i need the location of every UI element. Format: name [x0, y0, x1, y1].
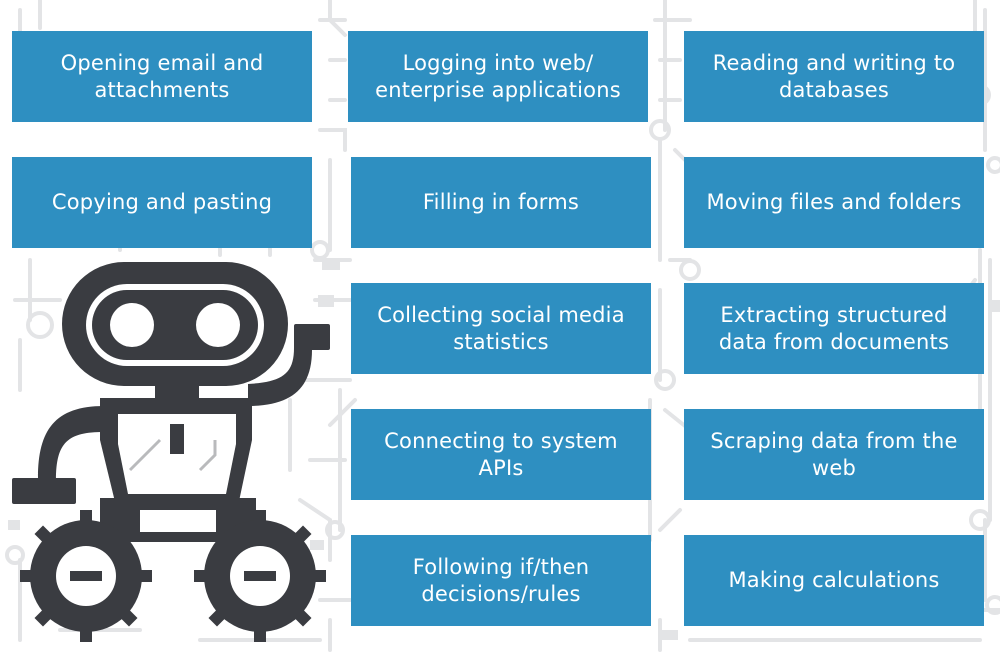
task-tile-opening-email: Opening email and attachments	[12, 31, 312, 122]
task-tile-copy-paste: Copying and pasting	[12, 157, 312, 248]
task-tile-structured-data: Extracting structured data from document…	[684, 283, 984, 374]
robot-icon	[12, 262, 330, 642]
task-tile-system-apis: Connecting to system APIs	[351, 409, 651, 500]
robot-eyes	[110, 303, 240, 347]
task-tile-files-folders: Moving files and folders	[684, 157, 984, 248]
task-tile-databases: Reading and writing to databases	[684, 31, 984, 122]
task-tile-logging-in: Logging into web/ enterprise application…	[348, 31, 648, 122]
task-tile-if-then-rules: Following if/then decisions/rules	[351, 535, 651, 626]
task-tile-forms: Filling in forms	[351, 157, 651, 248]
task-tile-web-scraping: Scraping data from the web	[684, 409, 984, 500]
task-tile-social-media: Collecting social media statistics	[351, 283, 651, 374]
task-tile-calculations: Making calculations	[684, 535, 984, 626]
